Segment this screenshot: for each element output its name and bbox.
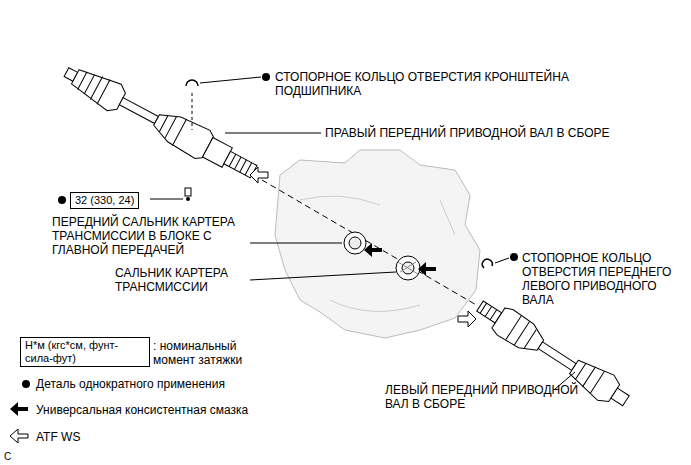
atf-arrow xyxy=(458,311,476,327)
leader-line xyxy=(150,199,183,200)
torque-box: 32 (330, 24) xyxy=(70,192,139,209)
legend-atf-arrow xyxy=(10,429,28,443)
leader-line xyxy=(225,133,321,134)
box-text: 32 (330, 24) xyxy=(75,194,134,207)
figure-code: C xyxy=(4,450,24,464)
legend-text: Деталь однократного применения xyxy=(36,377,336,391)
leader-line xyxy=(250,243,342,244)
snap-ring xyxy=(186,80,198,86)
grease-arrow xyxy=(418,262,436,276)
right-drive-shaft xyxy=(76,68,110,104)
left-drive-shaft xyxy=(538,342,576,370)
left-drive-shaft xyxy=(480,303,497,320)
part-label: ПРАВЫЙ ПЕРЕДНИЙ ПРИВОДНОЙ ВАЛ В СБОРЕ xyxy=(325,126,645,140)
part-label: СТОПОРНОЕ КОЛЬЦО ОТВЕРСТИЯ ПЕРЕДНЕГО ЛЕВ… xyxy=(522,251,672,307)
legend-grease-arrow xyxy=(10,402,28,416)
left-drive-shaft xyxy=(506,316,538,350)
grease-arrow xyxy=(364,243,382,257)
right-drive-shaft xyxy=(157,111,187,146)
one-time-dot xyxy=(262,73,270,81)
right-drive-shaft xyxy=(68,64,128,115)
case-detail xyxy=(300,196,455,311)
legend-unit-box: Н*м (кгс*см, фунт-сила-фут) xyxy=(20,337,150,367)
leader-line xyxy=(495,258,509,263)
snap-ring xyxy=(482,259,492,268)
part-label: САЛЬНИК КАРТЕРА ТРАНСМИССИИ xyxy=(115,266,255,294)
part-label: ПЕРЕДНИЙ САЛЬНИК КАРТЕРА ТРАНСМИССИИ В Б… xyxy=(52,215,248,257)
bolt xyxy=(185,188,191,196)
legend-text: : номинальный момент затяжки xyxy=(153,339,263,367)
oil-seal-front xyxy=(344,232,366,254)
oil-seal-front xyxy=(349,237,361,249)
part-label: ЛЕВЫЙ ПЕРЕДНИЙ ПРИВОДНОЙ ВАЛ В СБОРЕ xyxy=(385,383,590,411)
box-text: Н*м (кгс*см, фунт-сила-фут) xyxy=(25,339,145,365)
left-drive-shaft xyxy=(574,360,605,393)
oil-seal xyxy=(396,256,420,280)
atf-arrow xyxy=(250,167,268,183)
legend-text: ATF WS xyxy=(36,430,336,444)
left-drive-shaft xyxy=(611,388,629,406)
legend-dot xyxy=(22,380,30,388)
right-drive-shaft xyxy=(59,58,261,186)
ring-leader xyxy=(192,93,193,130)
right-drive-shaft xyxy=(229,154,251,175)
legend-text: Универсальная консистентная смазка xyxy=(36,403,336,417)
right-drive-shaft xyxy=(119,98,158,124)
one-time-dot xyxy=(510,253,518,261)
part-label: СТОПОРНОЕ КОЛЬЦО ОТВЕРСТИЯ КРОНШТЕЙНА ПО… xyxy=(275,70,605,98)
one-time-dot xyxy=(186,197,190,201)
leader-line xyxy=(200,77,261,83)
leader-line xyxy=(250,272,396,280)
one-time-dot xyxy=(58,196,66,204)
oil-seal xyxy=(398,262,418,274)
oil-seal xyxy=(396,256,420,280)
transmission-case xyxy=(275,150,480,338)
oil-seal-front xyxy=(344,232,366,254)
